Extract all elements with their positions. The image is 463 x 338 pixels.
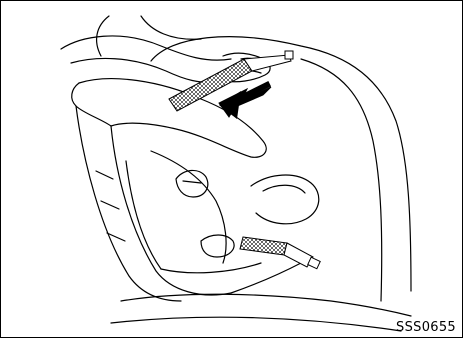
figure-code: SSS0655	[396, 320, 456, 335]
child-seat-handle	[251, 175, 319, 224]
vehicle-seat-cushion	[121, 294, 411, 316]
lap-belt	[240, 237, 320, 269]
child-seat-shell	[79, 79, 266, 158]
person-arm	[61, 36, 231, 60]
push-arrow-icon	[219, 85, 271, 119]
